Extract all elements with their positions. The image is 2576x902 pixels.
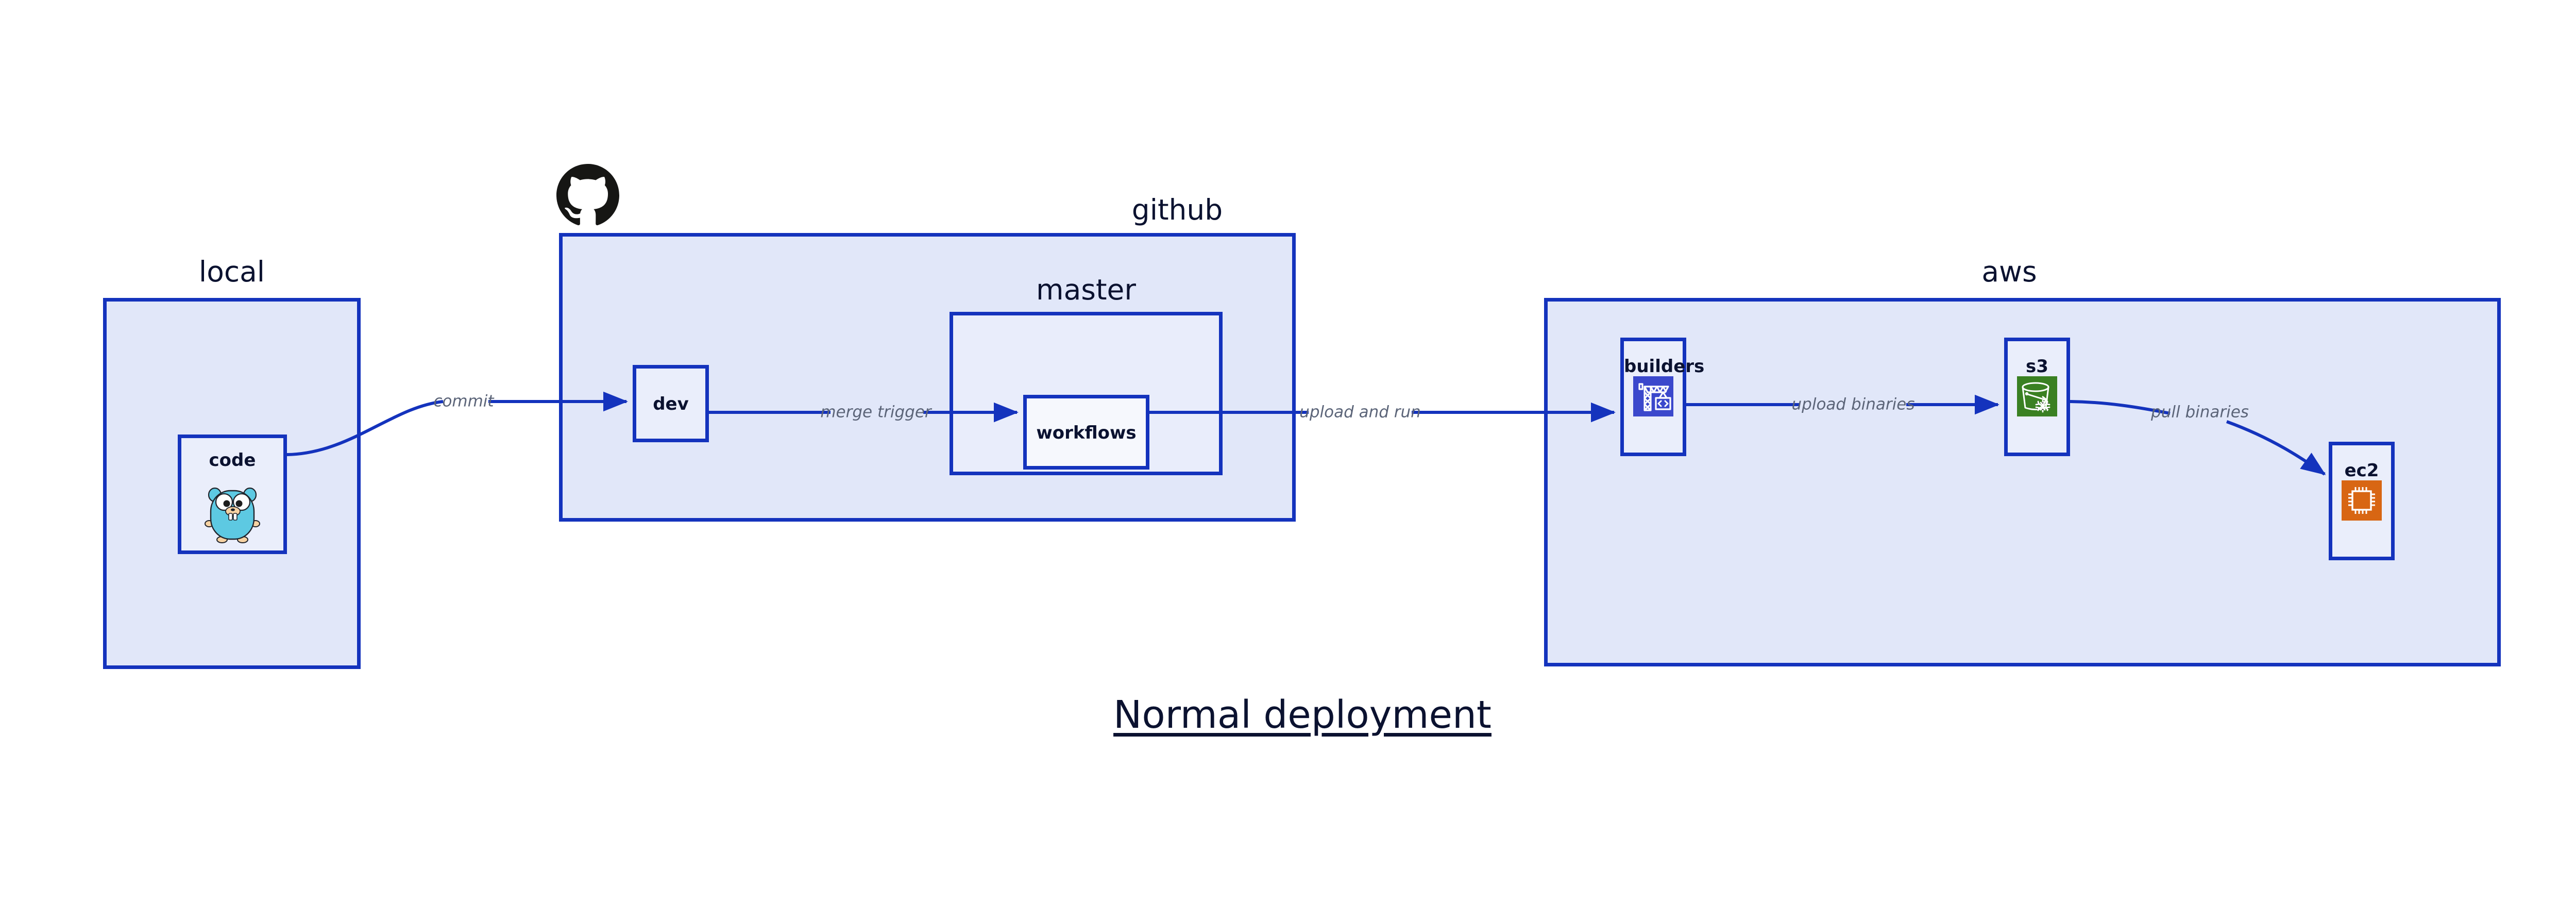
- aws-ec2-icon: [2342, 480, 2382, 521]
- subgroup-master-label: master: [1036, 273, 1136, 306]
- edge-upload-and-run-label: upload and run: [1299, 403, 1421, 422]
- aws-codebuild-icon: [1633, 376, 1673, 416]
- node-s3[interactable]: s3: [2004, 338, 2070, 456]
- node-ec2[interactable]: ec2: [2329, 442, 2395, 560]
- diagram-title: Normal deployment: [1113, 693, 1492, 737]
- edge-pull-binaries-label: pull binaries: [2151, 403, 2249, 422]
- node-workflows-label: workflows: [1036, 423, 1137, 443]
- group-aws-label: aws: [1981, 255, 2037, 288]
- node-builders[interactable]: builders: [1620, 338, 1705, 456]
- node-code[interactable]: code: [178, 435, 287, 554]
- node-workflows[interactable]: workflows: [1023, 395, 1149, 470]
- group-local-label: local: [198, 255, 265, 288]
- go-gopher-icon: [204, 479, 261, 543]
- node-s3-label: s3: [2026, 356, 2048, 377]
- group-github-label: github: [1131, 193, 1223, 226]
- node-code-label: code: [209, 450, 256, 471]
- node-dev[interactable]: dev: [633, 365, 709, 442]
- edge-upload-binaries-label: upload binaries: [1791, 395, 1915, 414]
- edge-merge-trigger-label: merge trigger: [820, 403, 931, 422]
- github-octocat-icon: [555, 164, 620, 227]
- node-ec2-label: ec2: [2344, 460, 2379, 481]
- node-builders-label: builders: [1624, 356, 1705, 377]
- node-dev-label: dev: [653, 394, 689, 414]
- aws-s3-glacier-icon: [2017, 376, 2057, 416]
- edge-commit-label: commit: [433, 392, 494, 411]
